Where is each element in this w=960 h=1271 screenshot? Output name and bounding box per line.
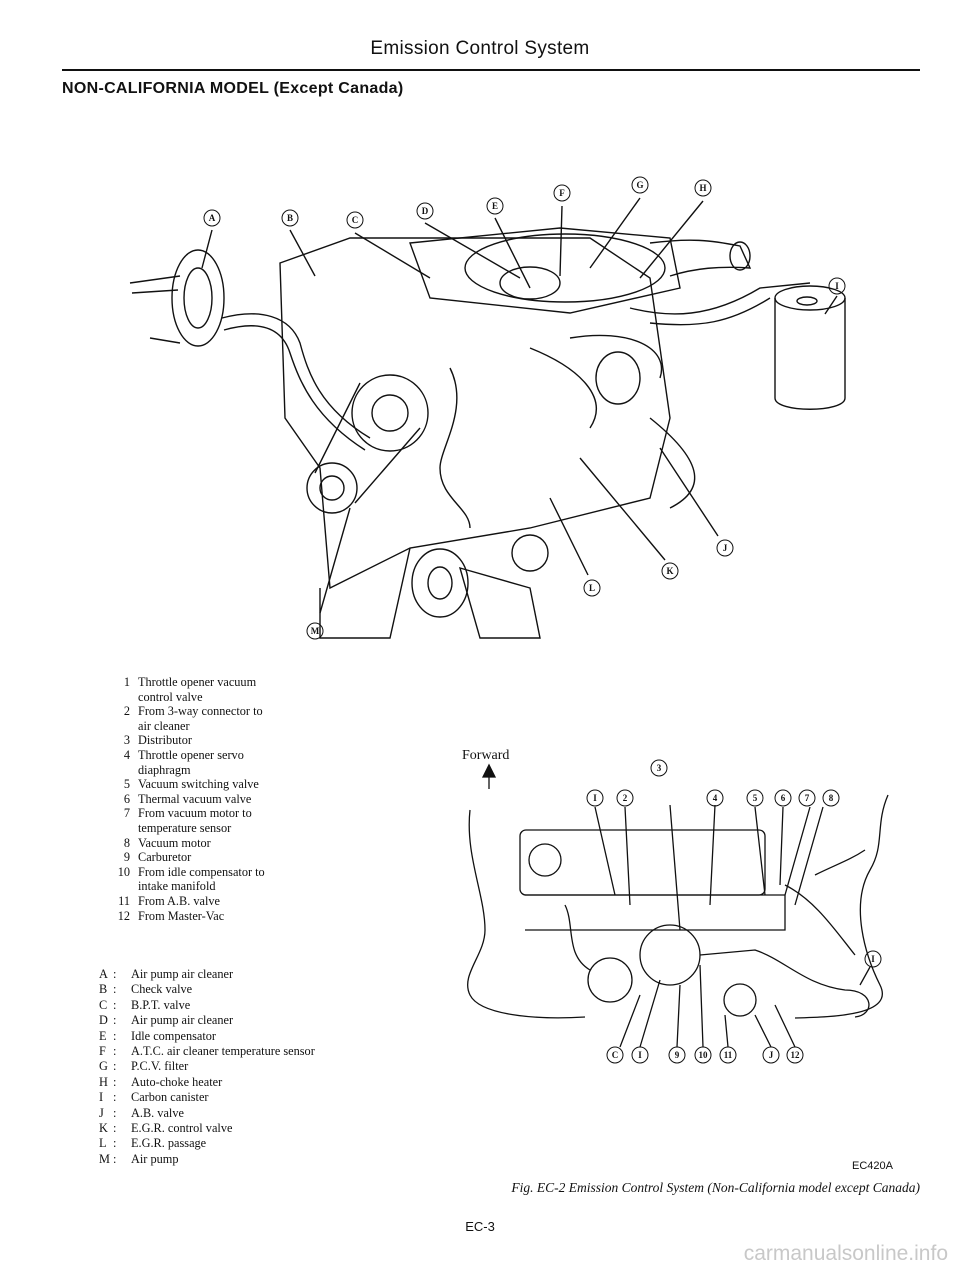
schematic-callout-6: 6 — [781, 793, 786, 803]
schematic-callout-3: 3 — [657, 763, 662, 773]
forward-label: Forward — [462, 748, 510, 763]
engine-callout-e: E — [492, 201, 498, 211]
page-number: EC-3 — [465, 1219, 495, 1234]
schematic-callout-11: 11 — [724, 1050, 733, 1060]
section-heading: NON-CALIFORNIA MODEL (Except Canada) — [62, 80, 404, 97]
figure-code: EC420A — [852, 1160, 893, 1172]
legend-item: G:P.C.V. filter — [99, 1059, 189, 1074]
page-header-title: Emission Control System — [370, 38, 590, 59]
engine-callout-a: A — [209, 213, 216, 223]
schematic-callout-5: 5 — [753, 793, 758, 803]
legend-item: J:A.B. valve — [99, 1105, 184, 1120]
legend-item: K:E.G.R. control valve — [99, 1121, 233, 1136]
lettered-legend: A:Air pump air cleaner B:Check valve C:B… — [99, 967, 399, 1167]
engine-callout-b: B — [287, 213, 293, 223]
schematic-callout-7: 7 — [805, 793, 810, 803]
schematic-callout-top-i: I — [593, 793, 597, 803]
engine-callout-k: K — [666, 566, 673, 576]
engine-callout-i: I — [835, 281, 839, 291]
engine-callout-l: L — [589, 583, 595, 593]
vacuum-hose-schematic: 3 I 2 4 5 6 7 8 I C I 9 10 11 J 12 — [467, 759, 889, 1064]
header-rule — [62, 69, 920, 71]
schematic-callout-2: 2 — [623, 793, 628, 803]
legend-item: C:B.P.T. valve — [99, 997, 191, 1012]
schematic-callout-bottom-i: I — [638, 1050, 642, 1060]
forward-arrow-icon — [481, 763, 497, 789]
engine-callout-d: D — [422, 206, 429, 216]
engine-callout-j: J — [723, 543, 728, 553]
legend-item: B:Check valve — [99, 982, 193, 997]
schematic-callout-c: C — [612, 1050, 619, 1060]
legend-item: I:Carbon canister — [99, 1090, 209, 1105]
figure-caption: Fig. EC-2 Emission Control System (Non-C… — [511, 1180, 920, 1195]
schematic-callout-10: 10 — [699, 1050, 709, 1060]
legend-item: A:Air pump air cleaner — [99, 967, 234, 981]
engine-callout-m: M — [311, 626, 320, 636]
schematic-callout-side-i: I — [871, 954, 875, 964]
legend-item: H:Auto-choke heater — [99, 1074, 223, 1089]
legend-item: D:Air pump air cleaner — [99, 1013, 234, 1028]
legend-item: F:A.T.C. air cleaner temperature sensor — [99, 1044, 315, 1059]
schematic-callout-4: 4 — [713, 793, 718, 803]
legend-item: E:Idle compensator — [99, 1028, 217, 1043]
engine-callout-h: H — [699, 183, 706, 193]
schematic-callout-8: 8 — [829, 793, 834, 803]
schematic-callout-9: 9 — [675, 1050, 680, 1060]
engine-callout-f: F — [559, 188, 565, 198]
legend-item: L:E.G.R. passage — [99, 1136, 207, 1151]
engine-callout-g: G — [636, 180, 643, 190]
engine-illustration: A B C D E F G H I J K L M — [129, 176, 846, 640]
watermark: carmanualsonline.info — [743, 1242, 948, 1265]
engine-callout-c: C — [352, 215, 359, 225]
legend-item: M:Air pump — [99, 1151, 179, 1166]
schematic-callout-j: J — [769, 1050, 774, 1060]
schematic-callout-12: 12 — [791, 1050, 801, 1060]
